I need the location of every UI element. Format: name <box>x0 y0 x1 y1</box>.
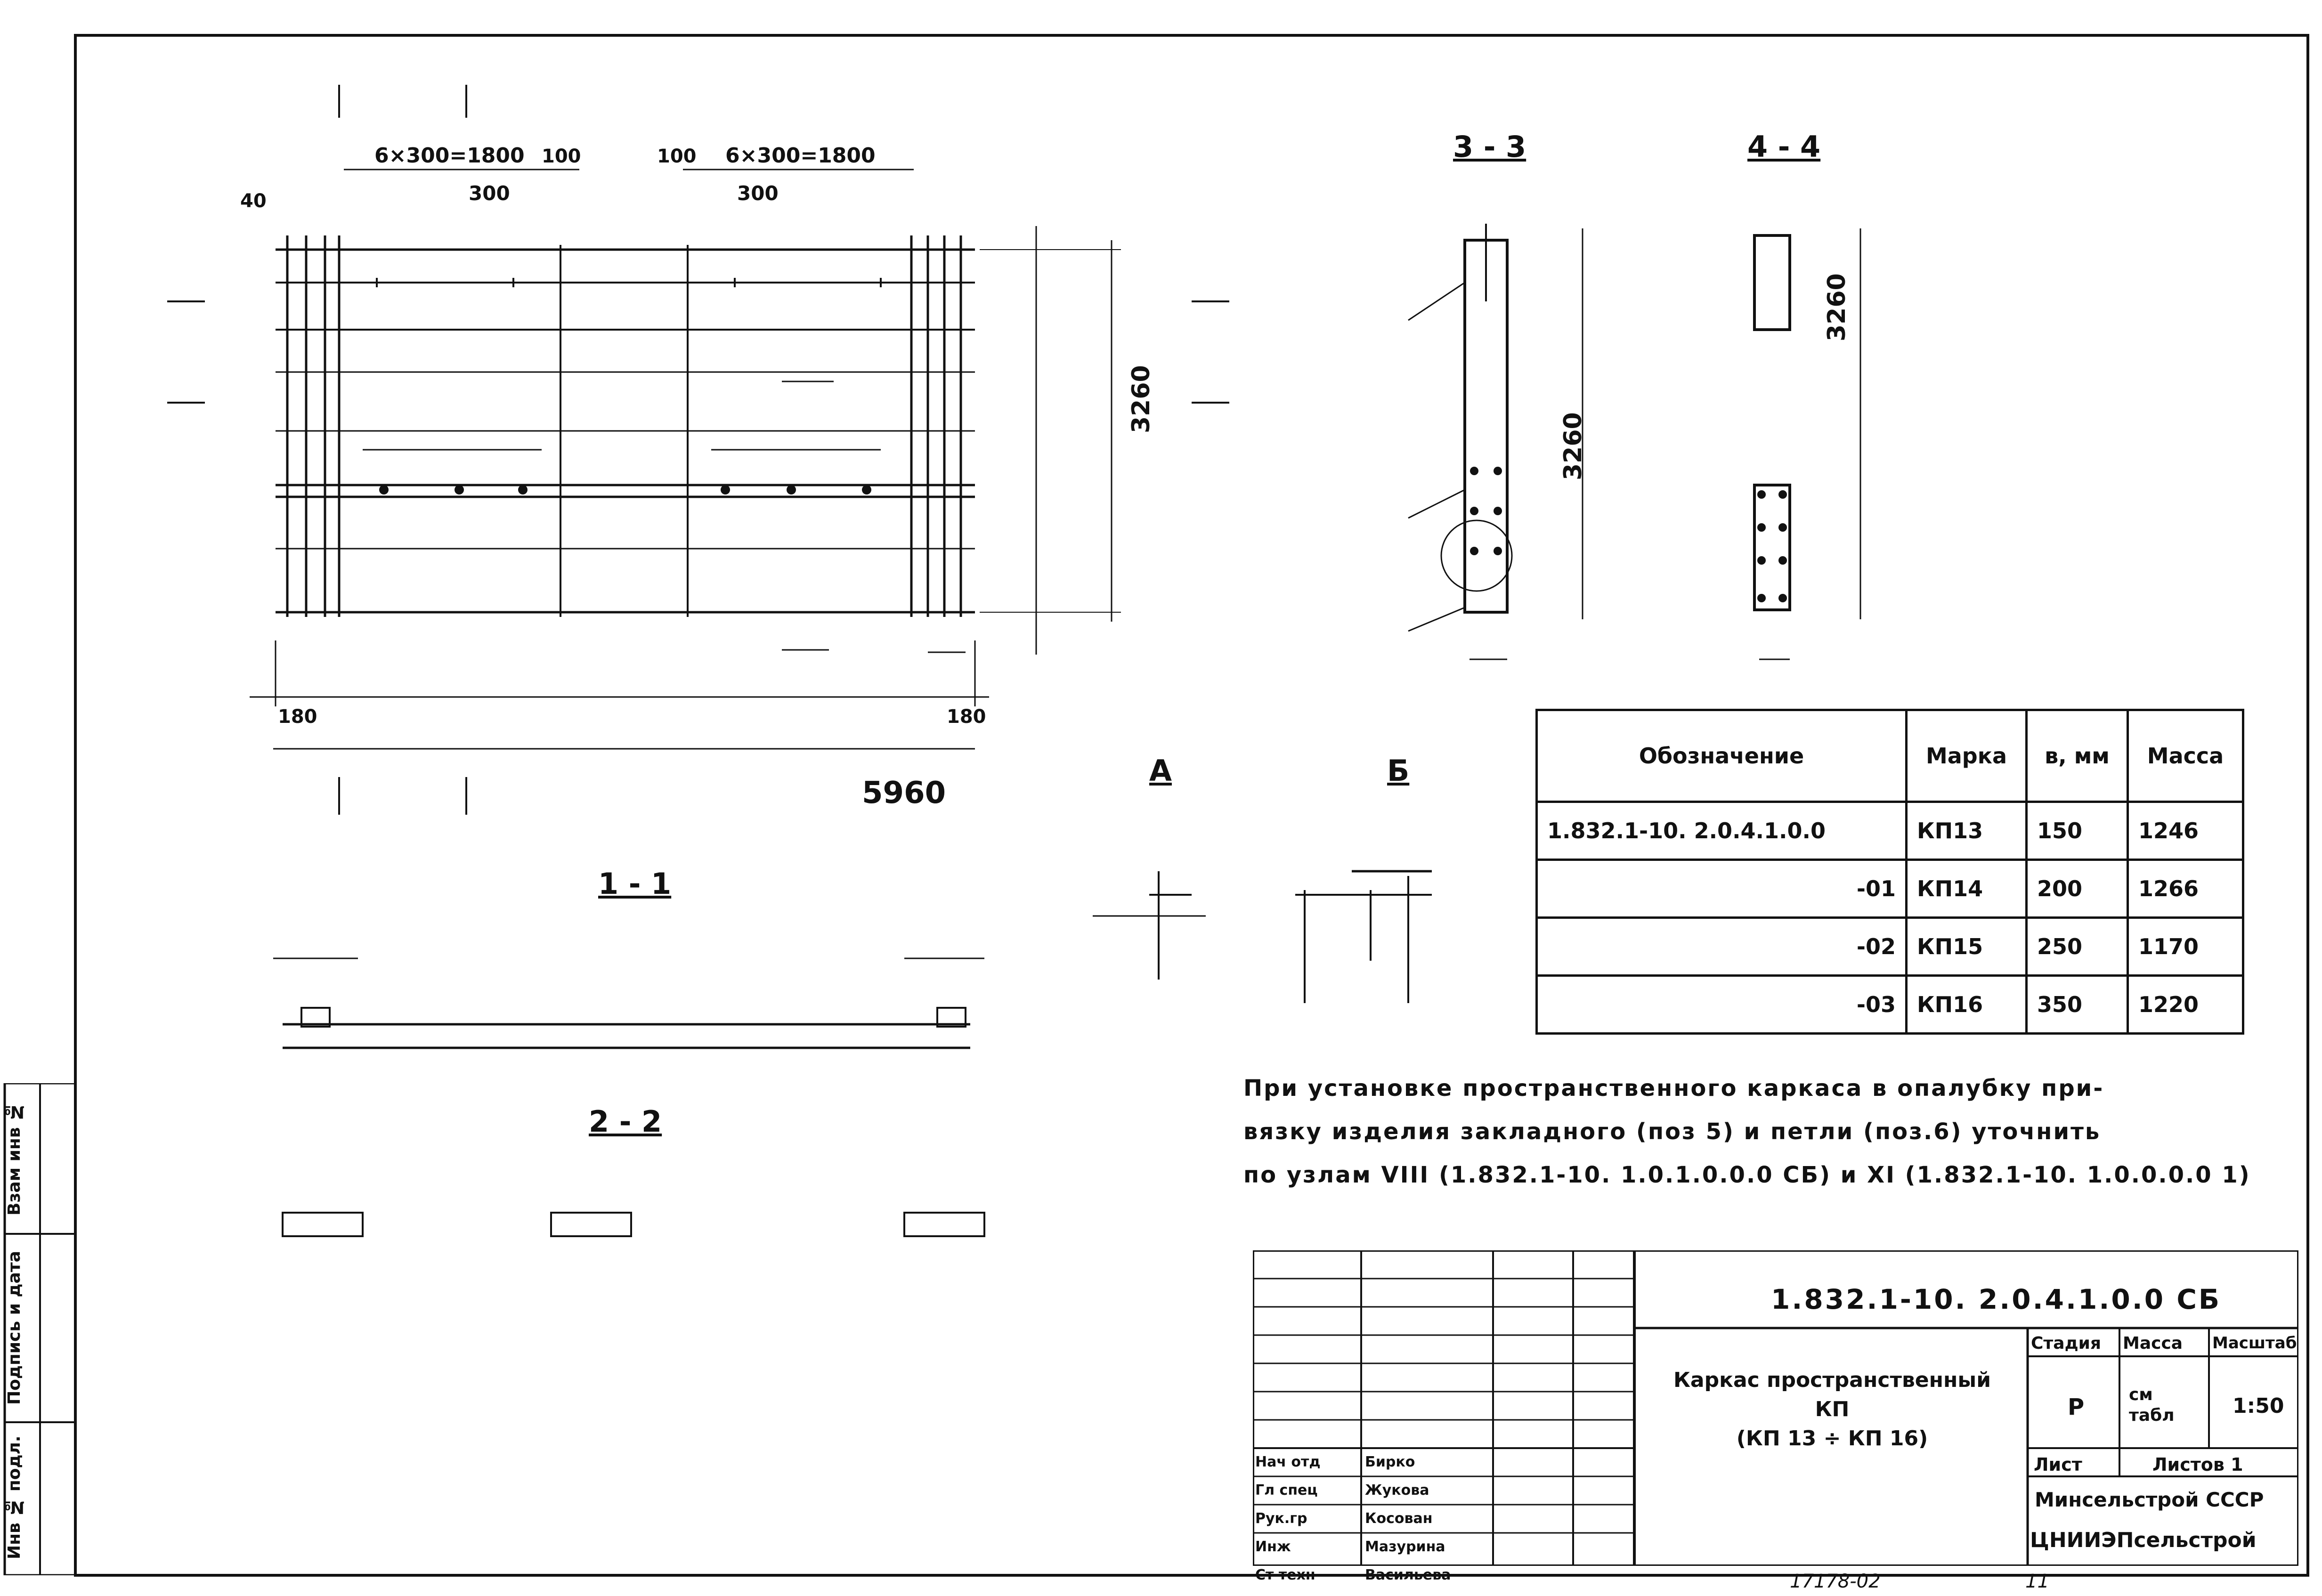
role-2: Гл спец <box>1255 1482 1318 1499</box>
height-3260: 3260 <box>1127 365 1155 433</box>
header-mark: Марка <box>1905 709 2028 803</box>
cell-width: 350 <box>2025 974 2129 1035</box>
cell-width: 150 <box>2025 801 2129 861</box>
section-1-1-title: 1 - 1 <box>598 867 672 901</box>
cell-mark: КП14 <box>1905 859 2028 919</box>
section-2-2-title: 2 - 2 <box>589 1104 662 1139</box>
section-3-3-title: 3 - 3 <box>1453 130 1526 164</box>
note-line-3: по узлам VIII (1.832.1-10. 1.0.1.0.0.0 С… <box>1243 1162 2251 1188</box>
name-2: Жукова <box>1365 1482 1429 1499</box>
footer-number: 17178-02 <box>1790 1571 1881 1592</box>
cell-mark: КП16 <box>1905 974 2028 1035</box>
dim-300-left: 300 <box>469 182 510 205</box>
name-5: Васильева <box>1365 1567 1451 1583</box>
dim-100-right: 100 <box>657 146 697 167</box>
cell-designation: -01 <box>1535 859 1908 919</box>
detail-a-view <box>1093 871 1206 980</box>
role-5: Ст техн <box>1255 1567 1315 1583</box>
cell-width: 200 <box>2025 859 2129 919</box>
title-block-frame <box>1253 1250 2298 1566</box>
sheets-label: Листов 1 <box>2152 1454 2243 1475</box>
note-line-2: вязку изделия закладного (поз 5) и петли… <box>1243 1118 2101 1145</box>
dim-180-left: 180 <box>278 706 317 728</box>
role-4: Инж <box>1255 1539 1291 1555</box>
scale-value: 1:50 <box>2233 1394 2284 1418</box>
detail-b-title: Б <box>1387 753 1410 788</box>
spec-table: Обозначение Марка в, мм Масса 1.832.1-10… <box>1535 709 2244 1035</box>
cell-width: 250 <box>2025 916 2129 977</box>
note-line-1: При установке пространственного каркаса … <box>1243 1075 2104 1102</box>
detail-b-view <box>1295 870 1432 1003</box>
title-name-line2: КП <box>1815 1397 1850 1421</box>
cell-mass: 1170 <box>2127 916 2244 977</box>
total-length: 5960 <box>862 776 946 810</box>
dim-40: 40 <box>240 190 267 212</box>
cell-mass: 1246 <box>2127 801 2244 861</box>
installation-note: При установке пространственного каркаса … <box>1243 1067 2298 1197</box>
dim-100-left: 100 <box>542 146 581 167</box>
names-column: Бирко Жукова Косован Мазурина Васильева <box>1365 1448 1451 1589</box>
detail-a-title: А <box>1149 753 1172 788</box>
cell-mark: КП15 <box>1905 916 2028 977</box>
side-stamp-frame <box>3 1083 77 1575</box>
mass-label: Масса <box>2123 1334 2183 1353</box>
section-3-3-view <box>1408 224 1583 660</box>
table-row: 1.832.1-10. 2.0.4.1.0.0 КП13 150 1246 <box>1535 801 2244 861</box>
org-1: Минсельстрой СССР <box>2035 1488 2264 1511</box>
mass-value: см табл <box>2129 1385 2175 1425</box>
name-3: Косован <box>1365 1510 1433 1527</box>
side-cell-sign: Подпись и дата <box>5 1251 24 1405</box>
roles-column: Нач отд Гл спец Рук.гр Инж Ст техн <box>1255 1448 1321 1589</box>
dim-180-right: 180 <box>947 706 986 728</box>
role-1: Нач отд <box>1255 1454 1321 1470</box>
dim-top-left: 6×300=1800 <box>374 144 525 168</box>
title-name-line3: (КП 13 ÷ КП 16) <box>1736 1426 1928 1450</box>
cell-mark: КП13 <box>1905 801 2028 861</box>
section-1-1-view <box>273 957 984 1049</box>
org-2: ЦНИИЭПсельстрой <box>2030 1528 2257 1552</box>
dim-300-right: 300 <box>737 182 779 205</box>
section-4-4-title: 4 - 4 <box>1747 130 1821 164</box>
sheet-code: 1.832.1-10. 2.0.4.1.0.0 СБ <box>1771 1283 2222 1315</box>
stage-label: Стадия <box>2031 1334 2101 1353</box>
header-designation: Обозначение <box>1535 709 1908 803</box>
dim-top-right: 6×300=1800 <box>725 144 876 168</box>
cell-designation: -03 <box>1535 974 1908 1035</box>
main-elevation-labels: 6×300=1800 6×300=1800 300 300 100 100 40… <box>240 144 1155 810</box>
footer-page: 11 <box>2025 1571 2049 1592</box>
cell-designation: -02 <box>1535 916 1908 977</box>
cell-mass: 1220 <box>2127 974 2244 1035</box>
section-4-4-height: 3260 <box>1823 273 1851 341</box>
table-header-row: Обозначение Марка в, мм Масса <box>1535 709 2244 803</box>
stage-value: Р <box>2068 1394 2085 1420</box>
main-elevation-view <box>167 85 1229 815</box>
role-3: Рук.гр <box>1255 1510 1307 1527</box>
side-cell-inv: Инв № подл. <box>5 1435 24 1560</box>
sheet-label: Лист <box>2034 1454 2082 1475</box>
scale-label: Масштаб <box>2212 1334 2297 1353</box>
cell-designation: 1.832.1-10. 2.0.4.1.0.0 <box>1535 801 1908 861</box>
side-cell-replace: Взам инв № <box>5 1102 24 1215</box>
cell-mass: 1266 <box>2127 859 2244 919</box>
header-mass: Масса <box>2127 709 2244 803</box>
name-4: Мазурина <box>1365 1539 1445 1555</box>
drawing-frame <box>74 34 2309 1577</box>
table-row: -01 КП14 200 1266 <box>1535 859 2244 919</box>
header-width: в, мм <box>2025 709 2129 803</box>
section-2-2-view <box>282 1212 985 1237</box>
table-row: -03 КП16 350 1220 <box>1535 974 2244 1035</box>
section-3-3-height: 3260 <box>1559 412 1587 480</box>
title-block-name: Каркас пространственный КП (КП 13 ÷ КП 1… <box>1648 1366 2016 1453</box>
name-1: Бирко <box>1365 1454 1415 1470</box>
section-4-4-view <box>1753 228 1861 660</box>
title-name-line1: Каркас пространственный <box>1673 1368 1991 1392</box>
table-row: -02 КП15 250 1170 <box>1535 916 2244 977</box>
